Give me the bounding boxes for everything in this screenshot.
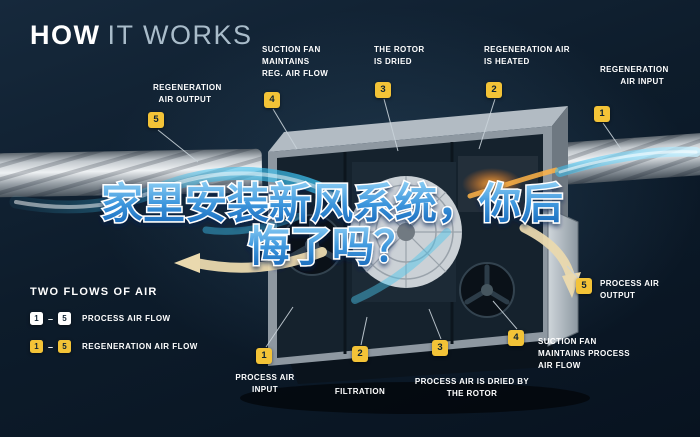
badge-regen-5: 5	[148, 112, 164, 128]
badge-regen-4: 4	[264, 92, 280, 108]
process-output-air-arrow	[519, 223, 576, 283]
badge-regen-2: 2	[486, 82, 502, 98]
label-process-dried: PROCESS AIR IS DRIED BY THE ROTOR	[414, 377, 530, 398]
label-regen-input: REGENERATION AIR INPUT	[600, 65, 669, 86]
callout-lines	[157, 98, 622, 348]
legend-regen-end-badge: 5	[58, 340, 72, 353]
label-regen-output: REGENERATION AIR OUTPUT	[153, 83, 222, 104]
badge-regen-3: 3	[375, 82, 391, 98]
label-regen-heated: REGENERATION AIR IS HEATED	[484, 45, 570, 66]
legend-regen-start-badge: 1	[30, 340, 43, 353]
legend-process-start-badge: 1	[30, 312, 43, 325]
airflow-arrows	[9, 146, 700, 304]
process-fan	[459, 262, 515, 318]
title-primary: HOW	[30, 20, 101, 50]
legend-regen-label: REGENERATION AIR FLOW	[82, 342, 198, 351]
badge-regen-1: 1	[594, 106, 610, 122]
dehumidifier-unit	[240, 106, 590, 414]
label-process-suction-fan: SUCTION FAN MAINTAINS PROCESS AIR FLOW	[538, 337, 630, 370]
left-duct	[0, 148, 263, 198]
badge-process-3: 3	[432, 340, 448, 356]
legend-dash: –	[48, 313, 54, 324]
badge-process-2: 2	[352, 346, 368, 362]
badge-process-1: 1	[256, 348, 272, 364]
label-process-input: PROCESS AIR INPUT	[235, 373, 295, 394]
label-process-output: PROCESS AIR OUTPUT	[600, 279, 660, 300]
legend-process-label: PROCESS AIR FLOW	[82, 314, 171, 323]
label-rotor-dried: THE ROTOR IS DRIED	[374, 45, 425, 66]
badge-process-4: 4	[508, 330, 524, 346]
internal-air-arrow	[351, 228, 451, 304]
process-air-arrow-left	[191, 247, 327, 273]
badge-process-5: 5	[576, 278, 592, 294]
legend-process-end-badge: 5	[58, 312, 72, 325]
legend-row-process: 1 – 5 PROCESS AIR FLOW	[30, 312, 171, 325]
legend-dash: –	[48, 341, 54, 352]
heated-air-arrow	[467, 167, 559, 199]
heater	[458, 156, 538, 212]
process-air-arrowhead-left	[174, 253, 200, 273]
label-filtration: FILTRATION	[334, 387, 386, 396]
label-regen-suction-fan: SUCTION FAN MAINTAINS REG. AIR FLOW	[262, 45, 329, 78]
rotor	[350, 162, 462, 302]
legend-title: TWO FLOWS OF AIR	[30, 286, 158, 298]
legend-row-regeneration: 1 – 5 REGENERATION AIR FLOW	[30, 340, 198, 353]
title-secondary: IT WORKS	[107, 20, 253, 50]
